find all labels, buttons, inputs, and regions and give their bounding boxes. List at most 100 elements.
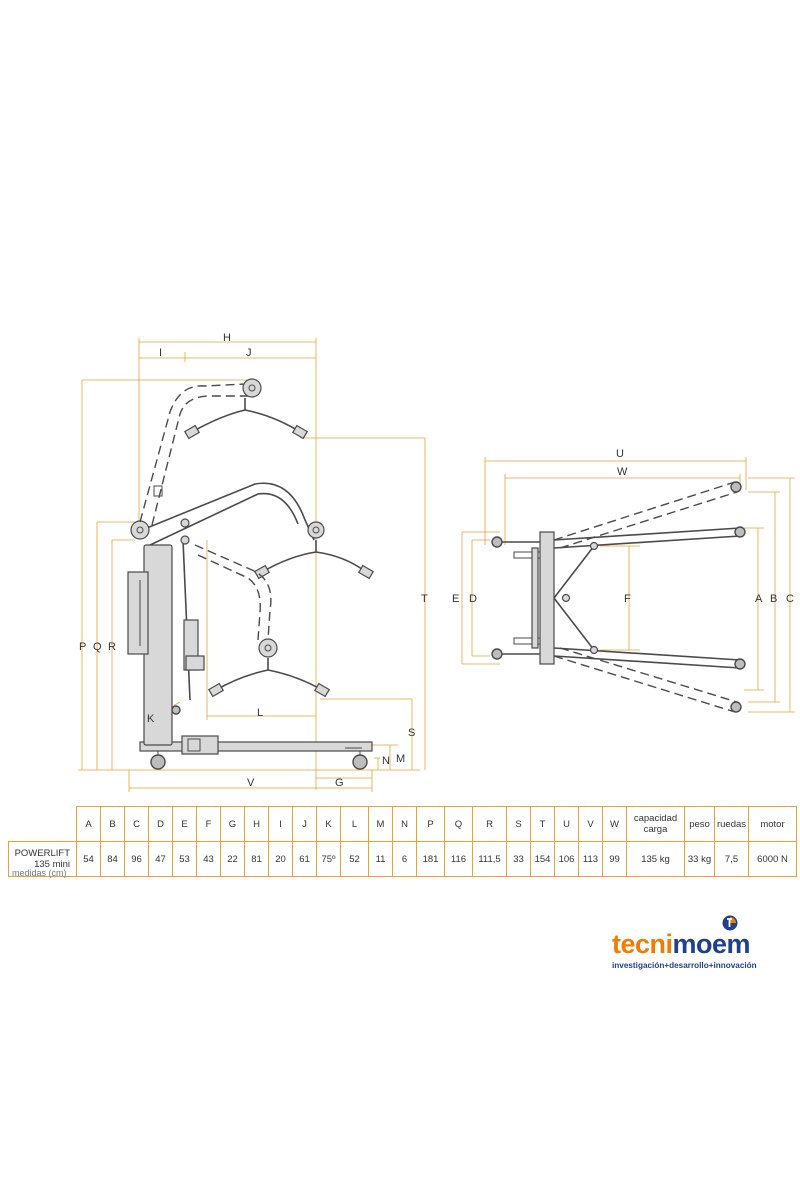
brand-name: tecnimoem <box>612 929 751 959</box>
units-note: medidas (cm) <box>12 868 67 878</box>
table-header-cell: B <box>100 806 125 842</box>
table-cell: 116 <box>444 841 473 877</box>
brand-tagline: investigación+desarrollo+innovación <box>612 961 757 970</box>
table-cell: 154 <box>530 841 555 877</box>
table-header-cell: E <box>172 806 197 842</box>
table-cell: 54 <box>76 841 101 877</box>
table-cell: 6 <box>392 841 417 877</box>
side-view-dimension-lines <box>78 338 426 792</box>
side-view: H I J P Q R T S N M K L V G <box>78 332 428 792</box>
table-header-cell: J <box>292 806 317 842</box>
dim-label-K: K <box>147 713 155 725</box>
dim-label-P: P <box>79 641 86 653</box>
table-corner <box>8 806 77 842</box>
table-cell: 113 <box>578 841 603 877</box>
table-cell: 135 kg <box>626 841 685 877</box>
table-header-cell: K <box>316 806 341 842</box>
table-cell: 6000 N <box>748 841 797 877</box>
table-cell: 11 <box>368 841 393 877</box>
table-cell: 75º <box>316 841 341 877</box>
dim-label-C: C <box>786 593 794 605</box>
table-header-cell: D <box>148 806 173 842</box>
brand-name-part2: moem <box>672 929 751 959</box>
table-cell: 33 kg <box>684 841 715 877</box>
table-header-cell: motor <box>748 806 797 842</box>
table-cell: 181 <box>416 841 445 877</box>
table-cell: 20 <box>268 841 293 877</box>
dim-label-U: U <box>616 448 624 460</box>
table-row: POWERLIFT 135 mini 54 84 96 47 53 43 22 … <box>8 841 797 877</box>
table-cell: 99 <box>602 841 627 877</box>
spec-table: A B C D E F G H I J K L M N P Q R S T U … <box>8 806 797 877</box>
rear-wheel-icon <box>150 754 166 770</box>
table-cell: 84 <box>100 841 125 877</box>
dim-label-H: H <box>223 332 231 344</box>
table-cell: 106 <box>554 841 579 877</box>
rear-caster-icon <box>491 536 503 548</box>
brand-name-part1: tecni <box>612 929 673 959</box>
table-cell: 47 <box>148 841 173 877</box>
table-header-cell: S <box>506 806 531 842</box>
table-header-cell: peso <box>684 806 715 842</box>
brand-logo: tecnimoem investigación+desarrollo+innov… <box>612 915 782 975</box>
dim-label-Q: Q <box>93 641 102 653</box>
side-view-boom-raised <box>139 378 309 526</box>
table-cell: 7,5 <box>714 841 749 877</box>
top-view-dimension-lines <box>461 457 795 713</box>
dim-label-I: I <box>159 347 162 359</box>
model-name-cell: POWERLIFT 135 mini <box>8 841 77 877</box>
top-view: U W E D F A B C <box>452 448 795 713</box>
top-view-labels: U W E D F A B C <box>452 448 794 605</box>
table-cell: 53 <box>172 841 197 877</box>
table-cell: 52 <box>340 841 369 877</box>
table-header-cell: capacidad carga <box>626 806 685 842</box>
brand-mark-icon <box>722 915 738 931</box>
table-header-cell: F <box>196 806 221 842</box>
dim-label-E: E <box>452 593 459 605</box>
dim-label-J: J <box>246 347 252 359</box>
table-cell: 61 <box>292 841 317 877</box>
table-header-cell: A <box>76 806 101 842</box>
dim-label-F: F <box>624 593 631 605</box>
table-header-cell: C <box>124 806 149 842</box>
table-header-cell: I <box>268 806 293 842</box>
dim-label-G: G <box>335 777 344 789</box>
dim-label-M: M <box>396 753 405 765</box>
dim-label-A: A <box>755 593 763 605</box>
table-header-cell: G <box>220 806 245 842</box>
dim-label-R: R <box>108 641 116 653</box>
table-header-cell: ruedas <box>714 806 749 842</box>
table-cell: 33 <box>506 841 531 877</box>
side-view-labels: H I J P Q R T S N M K L V G <box>79 332 428 789</box>
dim-label-L: L <box>257 707 263 719</box>
boom-pivot-icon <box>130 520 150 540</box>
dim-label-B: B <box>770 593 777 605</box>
dim-label-W: W <box>617 466 628 478</box>
side-view-mast <box>127 539 205 746</box>
table-header-cell: U <box>554 806 579 842</box>
dim-label-S: S <box>408 727 415 739</box>
dim-label-V: V <box>247 777 255 789</box>
table-cell: 111,5 <box>472 841 507 877</box>
table-header-cell: H <box>244 806 269 842</box>
table-header-cell: W <box>602 806 627 842</box>
table-header-cell: R <box>472 806 507 842</box>
lift-dimension-diagram: H I J P Q R T S N M K L V G <box>78 332 795 792</box>
dim-label-N: N <box>382 755 390 767</box>
table-header-row: A B C D E F G H I J K L M N P Q R S T U … <box>8 806 797 842</box>
table-cell: 81 <box>244 841 269 877</box>
boom-tip-icon <box>307 521 325 539</box>
table-header-cell: L <box>340 806 369 842</box>
side-view-boom <box>130 482 375 580</box>
side-view-boom-lowered <box>194 544 331 698</box>
table-cell: 43 <box>196 841 221 877</box>
table-header-cell: P <box>416 806 445 842</box>
top-view-frame <box>491 481 746 713</box>
table-header-cell: V <box>578 806 603 842</box>
side-view-chassis <box>139 735 373 770</box>
table-header-cell: Q <box>444 806 473 842</box>
front-wheel-icon <box>352 754 368 770</box>
dim-label-T: T <box>421 593 428 605</box>
table-header-cell: T <box>530 806 555 842</box>
table-header-cell: M <box>368 806 393 842</box>
